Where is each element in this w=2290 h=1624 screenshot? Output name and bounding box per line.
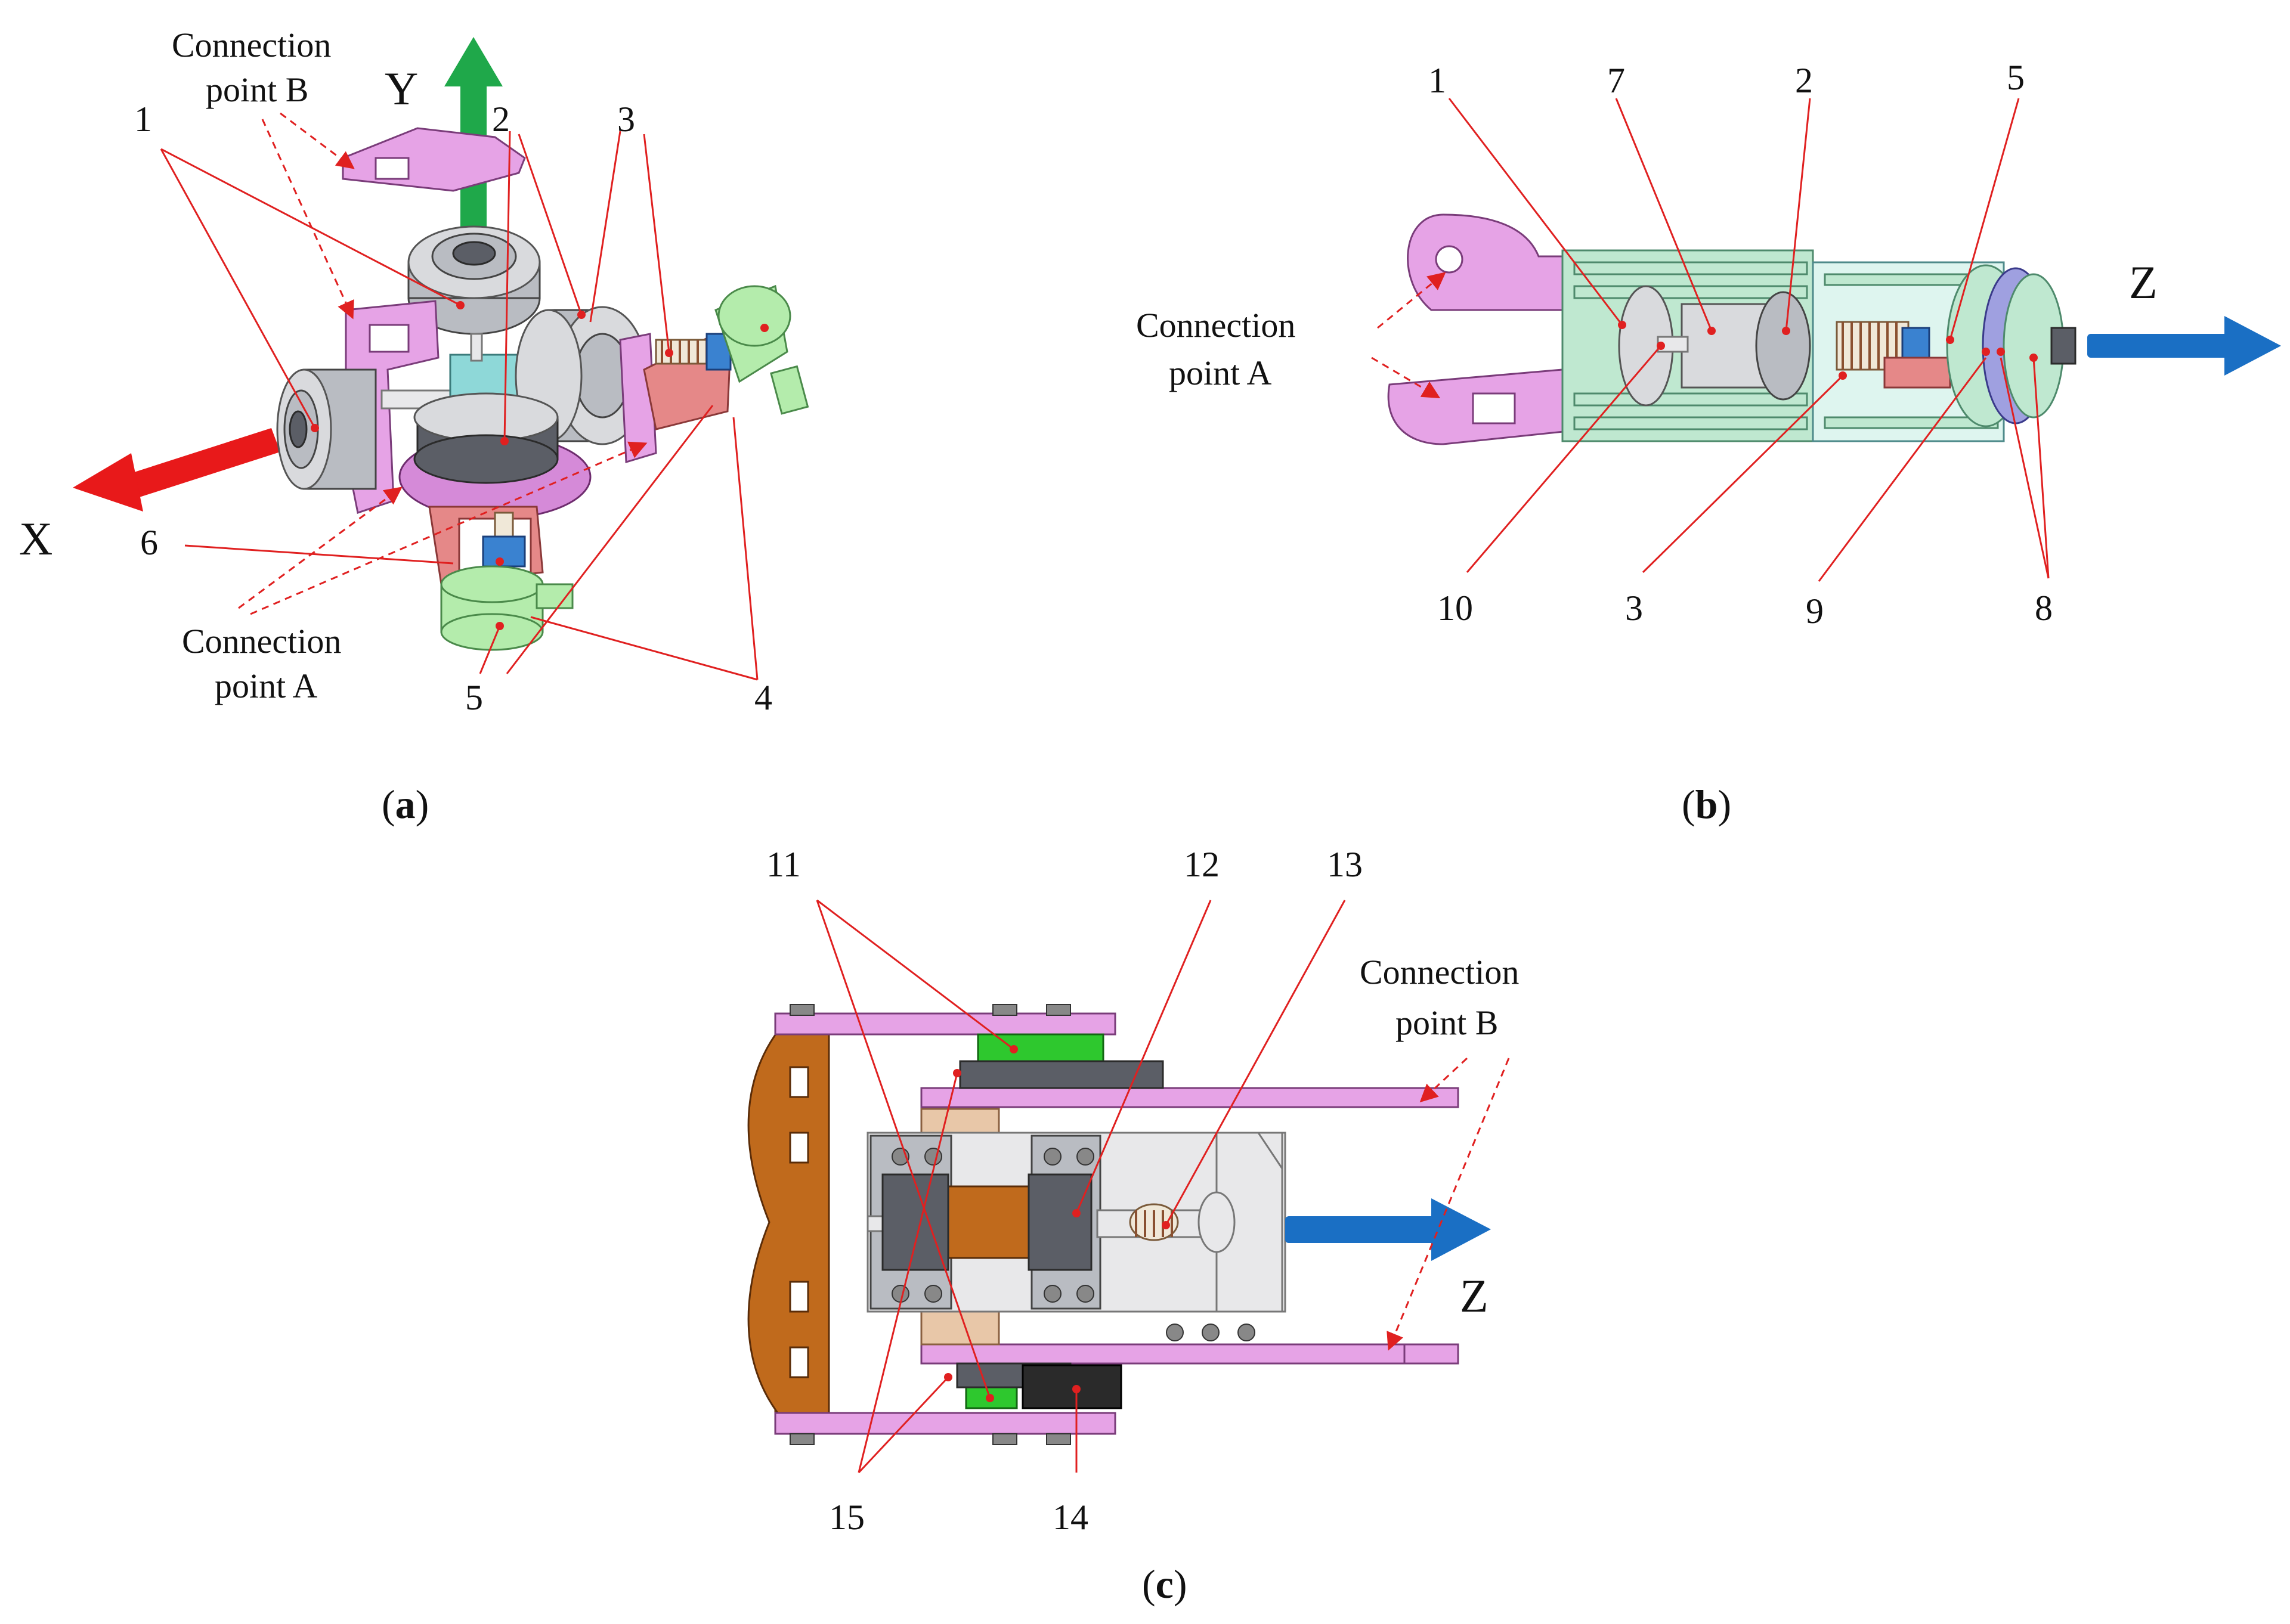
panel-caption-letter: c [1156, 1561, 1174, 1607]
connection-b-rail-bottom [920, 1343, 1406, 1365]
connection-a-line2: point A [215, 667, 318, 705]
top-rail [774, 1012, 1116, 1036]
part-number: 5 [2007, 58, 2025, 97]
panel-c: Connection point B Z 11 12 13 15 14 (c) [747, 845, 1519, 1607]
connection-b-line1: Connection [172, 26, 331, 64]
connection-a-line2: point A [1169, 354, 1272, 392]
part-number: 1 [134, 100, 152, 139]
part-number: 7 [1607, 61, 1625, 100]
part-number: 4 [754, 678, 772, 717]
panel-caption-c: (c) [1142, 1561, 1187, 1607]
connection-b-line2: point B [1395, 1003, 1498, 1042]
panel-a: Y X Connection point B Connection point … [19, 26, 809, 827]
part-number: 13 [1327, 845, 1363, 884]
z-axis-arrow-b [2087, 316, 2281, 376]
left-motor [276, 368, 377, 490]
part-number: 2 [1795, 61, 1813, 100]
part-number: 10 [1437, 588, 1473, 628]
axis-label-z: Z [2129, 256, 2158, 308]
screws [790, 1004, 1255, 1445]
part-number: 2 [492, 100, 510, 139]
clevis-top [1407, 213, 1593, 311]
part-number: 8 [2035, 588, 2053, 628]
part-number: 3 [1625, 588, 1643, 628]
part-number: 6 [140, 523, 158, 562]
panel-caption-letter: a [395, 782, 416, 827]
connection-b-rail-top [920, 1087, 1459, 1108]
part-number: 5 [465, 678, 483, 717]
part-number: 3 [617, 100, 635, 139]
part-number: 12 [1184, 845, 1220, 884]
panel-caption-letter: b [1695, 782, 1718, 827]
part-number: 11 [766, 845, 801, 884]
axis-label-y: Y [385, 63, 418, 114]
panel-b: Connection point A Z 1 7 2 5 10 3 9 8 (b… [1136, 58, 2281, 827]
part-number: 15 [829, 1498, 865, 1537]
part-number: 14 [1053, 1498, 1088, 1537]
right-green-motor [714, 284, 809, 415]
panel-caption-a: (a) [382, 782, 429, 827]
panel-caption-b: (b) [1682, 782, 1731, 827]
connection-a-line1: Connection [1136, 306, 1295, 345]
bottom-rail [774, 1412, 1116, 1435]
z-axis-arrow-c [1285, 1198, 1491, 1261]
connection-a-line1: Connection [182, 622, 341, 661]
bottom-green-motor [440, 565, 574, 651]
end-discs [1946, 264, 2077, 427]
connection-b-line2: point B [206, 70, 308, 109]
x-axis-arrow [73, 428, 280, 512]
center-bottom-plate [398, 392, 592, 520]
part-number: 9 [1806, 591, 1824, 631]
axis-label-z: Z [1460, 1270, 1488, 1322]
axis-label-x: X [19, 513, 52, 565]
part-number: 1 [1428, 61, 1446, 100]
spring-c [1096, 1191, 1236, 1253]
connection-b-line1: Connection [1360, 953, 1519, 991]
black-motor [1022, 1364, 1122, 1409]
inner-shaft [1618, 285, 1811, 407]
